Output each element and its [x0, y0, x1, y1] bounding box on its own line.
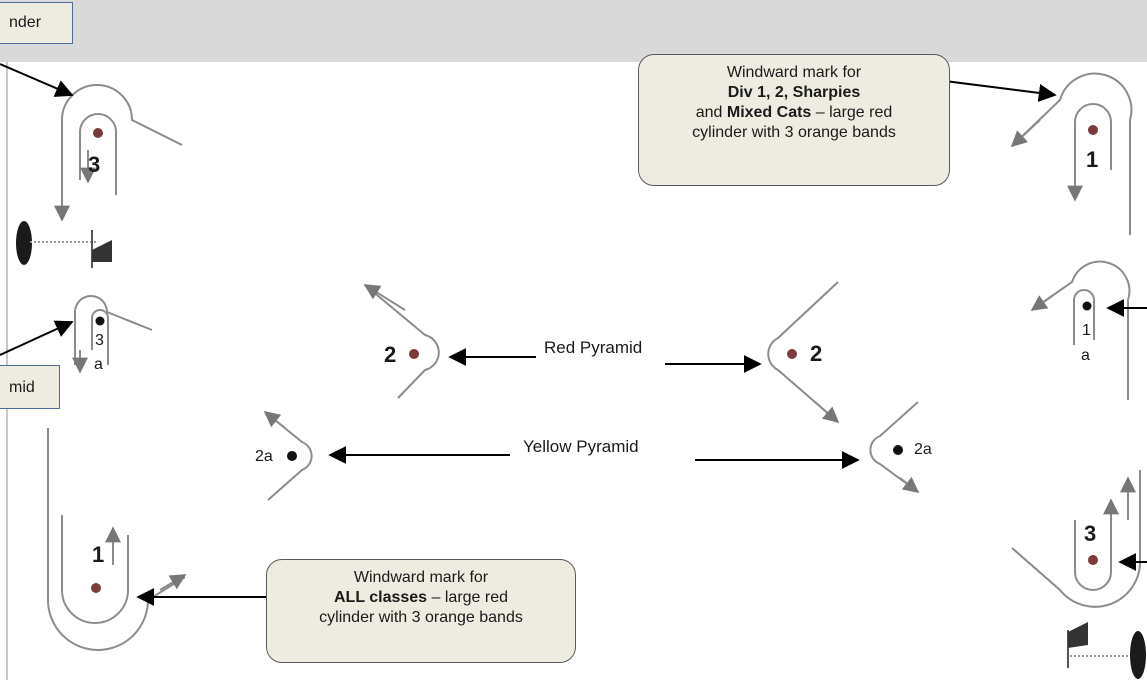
left-mark-1-dot — [91, 583, 101, 593]
left-mark-3a-number: 3 — [95, 332, 104, 349]
callout-bottom-line2-bold: ALL classes — [333, 589, 428, 606]
right-mark-3-dot — [1088, 555, 1098, 565]
left-mark-3-number: 3 — [88, 152, 101, 177]
callout-bottom-line1: Windward mark for — [353, 569, 489, 586]
left-mark-3a-rounding — [72, 295, 153, 374]
callout-top-right-line4: cylinder with 3 orange bands — [692, 124, 896, 141]
mark-2a-right-dot — [893, 445, 903, 455]
left-mark-1-number: 1 — [92, 542, 105, 567]
right-mark-1a-dot — [1082, 301, 1092, 311]
mark-2-left-number: 2 — [384, 342, 397, 367]
right-mark-1-number: 1 — [1086, 147, 1099, 172]
mark-2-left-rounding — [363, 284, 440, 399]
callout-top-right-line2: Div 1, 2, Sharpies — [727, 84, 861, 101]
mark-2a-right-rounding — [869, 401, 920, 493]
left-start-line — [16, 221, 112, 268]
left-mark-3a-dot — [95, 316, 105, 326]
mark-2-left-dot — [409, 349, 419, 359]
right-finish-line — [1067, 622, 1146, 679]
right-mark-1a-number: 1 — [1082, 322, 1091, 339]
left-mark-3a-letter: a — [94, 356, 103, 373]
red-pyramid-label: Red Pyramid — [544, 338, 643, 357]
callout-top-right-line1: Windward mark for — [726, 64, 862, 81]
callout-bottom-line3: cylinder with 3 orange bands — [319, 609, 523, 626]
callout-bottom: Windward mark for ALL classes – large re… — [266, 559, 576, 663]
mark-2-right-dot — [787, 349, 797, 359]
yellow-pyramid-label: Yellow Pyramid — [523, 437, 639, 456]
right-mark-3-number: 3 — [1084, 521, 1097, 546]
mark-2a-right-number: 2a — [914, 441, 932, 458]
mark-2a-left-dot — [287, 451, 297, 461]
callout-top-left-box: nder — [0, 2, 73, 44]
callout-bottom-line2-post: – large red — [427, 589, 509, 606]
callout-left-mid-text: mid — [9, 379, 35, 396]
callout-left-mid-box: mid — [0, 365, 60, 409]
pointer-arrows — [0, 63, 1147, 606]
callout-top-right: Windward mark for Div 1, 2, Sharpies and… — [638, 54, 950, 186]
left-mark-1-rounding — [47, 428, 187, 651]
callout-top-left-text: nder — [9, 14, 42, 31]
right-mark-3-rounding — [1011, 470, 1142, 608]
left-mark-3-rounding — [54, 84, 183, 222]
callout-top-right-line3-bold: Mixed Cats — [726, 104, 812, 121]
right-mark-1-dot — [1088, 125, 1098, 135]
header-band — [0, 0, 1147, 62]
right-mark-1a-letter: a — [1081, 347, 1090, 364]
mark-2a-left-number: 2a — [255, 448, 273, 465]
callout-top-right-line3-pre: and — [695, 104, 727, 121]
arrow-top-left — [0, 63, 74, 97]
arrow-left-mid — [0, 320, 74, 356]
mark-2a-left-rounding — [263, 411, 313, 501]
left-mark-3-dot — [93, 128, 103, 138]
right-mark-1a-rounding — [1030, 260, 1131, 400]
right-mark-1-rounding — [1010, 72, 1133, 235]
mark-2-right-rounding — [767, 281, 840, 424]
mark-2-right-number: 2 — [810, 341, 823, 366]
callout-top-right-line3-post: – large red — [811, 104, 893, 121]
